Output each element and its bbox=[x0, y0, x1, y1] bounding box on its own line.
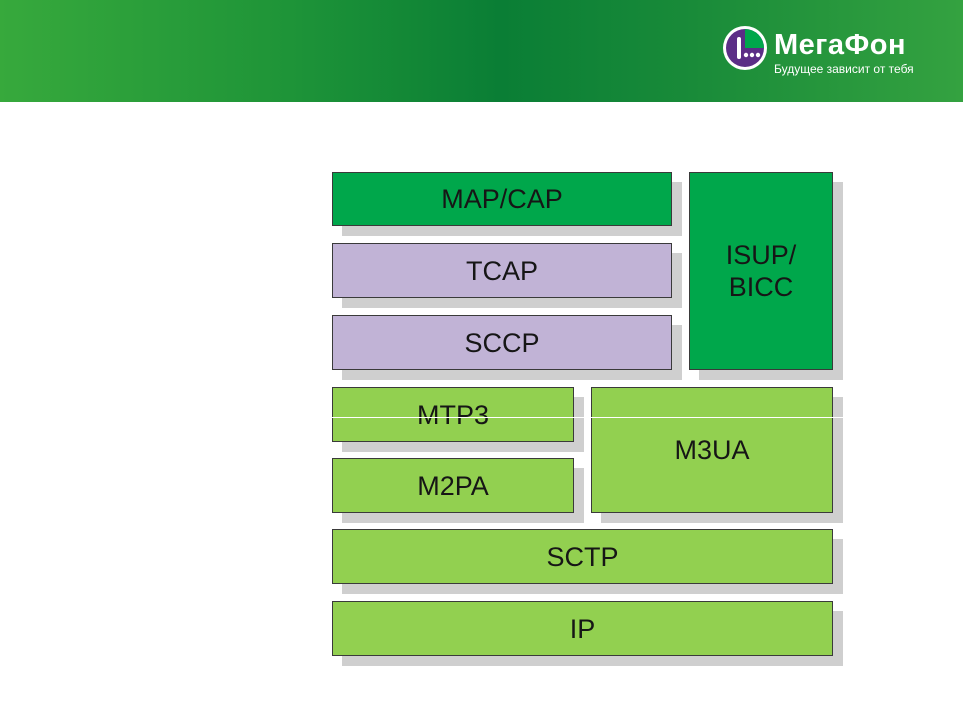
layer-tcap-label: TCAP bbox=[465, 255, 538, 286]
layer-isup-bicc: ISUP/ BICC bbox=[689, 172, 833, 370]
megafon-logo-icon bbox=[723, 26, 767, 70]
layer-sctp-label: SCTP bbox=[546, 541, 619, 572]
layer-sctp: SCTP bbox=[332, 529, 833, 584]
layer-mtp3: MTP3 bbox=[332, 387, 574, 442]
layer-tcap: TCAP bbox=[332, 243, 672, 298]
brand-slogan: Будущее зависит от тебя bbox=[774, 62, 914, 76]
layer-mtp3-label: MTP3 bbox=[416, 399, 489, 430]
layer-isup-bicc-label: ISUP/ BICC bbox=[725, 240, 797, 302]
layer-map-cap-label: MAP/CAP bbox=[441, 184, 563, 214]
layer-m2pa: M2PA bbox=[332, 458, 574, 513]
megafon-logo: МегаФон Будущее зависит от тебя bbox=[722, 22, 942, 82]
layer-m3ua-label: M3UA bbox=[674, 435, 750, 465]
layer-sccp: SCCP bbox=[332, 315, 672, 370]
header-band: МегаФон Будущее зависит от тебя bbox=[0, 0, 963, 102]
horizontal-guide-line bbox=[332, 417, 848, 418]
layer-m3ua: M3UA bbox=[591, 387, 833, 513]
brand-name: МегаФон bbox=[774, 29, 906, 61]
layer-ip-label: IP bbox=[569, 613, 596, 644]
layer-map-cap: MAP/CAP bbox=[332, 172, 672, 226]
layer-m2pa-label: M2PA bbox=[417, 470, 489, 501]
layer-ip: IP bbox=[332, 601, 833, 656]
layer-sccp-label: SCCP bbox=[464, 327, 540, 358]
